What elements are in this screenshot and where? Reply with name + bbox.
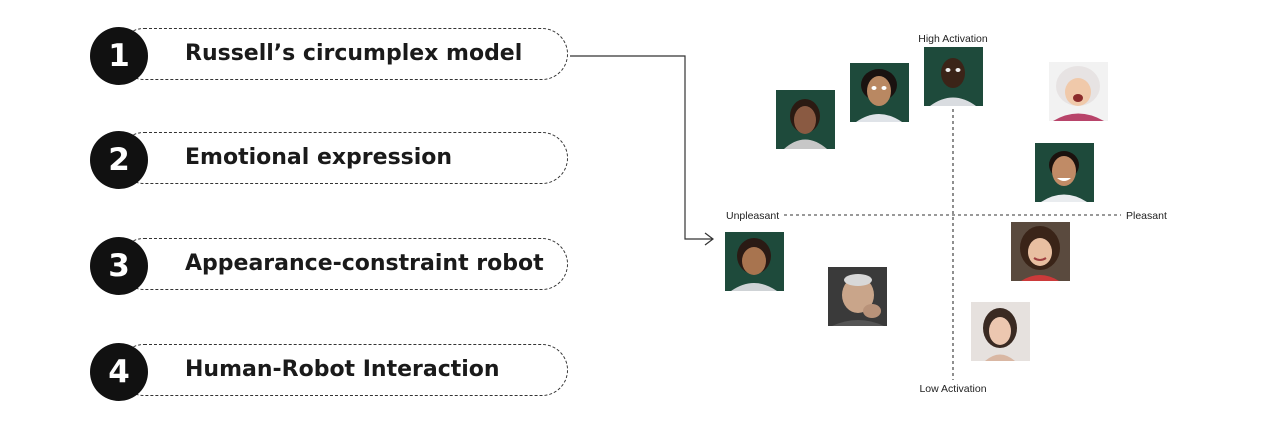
topic-pill	[118, 238, 568, 290]
axis-label-top: High Activation	[918, 33, 988, 45]
face-photo-calm	[971, 302, 1030, 361]
topic-item-1: 1 Russell’s circumplex model	[90, 27, 570, 85]
topic-item-4: 4 Human-Robot Interaction	[90, 343, 570, 401]
number-badge: 2	[90, 131, 148, 189]
topic-label: Appearance-constraint robot	[185, 251, 544, 276]
number-badge: 1	[90, 27, 148, 85]
topic-label: Russell’s circumplex model	[185, 41, 523, 66]
arrow-head-icon	[704, 232, 714, 246]
topic-item-3: 3 Appearance-constraint robot	[90, 237, 570, 295]
axis-label-left: Unpleasant	[726, 210, 779, 222]
axis-label-right: Pleasant	[1126, 210, 1167, 222]
topic-pill	[118, 344, 568, 396]
axis-label-bottom: Low Activation	[919, 383, 986, 395]
topic-pill	[118, 132, 568, 184]
topic-pill	[118, 28, 568, 80]
face-photo-content	[1011, 222, 1070, 281]
topic-label: Human-Robot Interaction	[185, 357, 500, 382]
number-badge: 3	[90, 237, 148, 295]
face-photo-excited	[1049, 62, 1108, 121]
face-photo-afraid	[850, 63, 909, 122]
connector-arrow-line	[570, 55, 712, 240]
face-photo-bored	[828, 267, 887, 326]
face-photo-happy	[1035, 143, 1094, 202]
face-photo-angry	[776, 90, 835, 149]
face-photo-alert	[924, 47, 983, 106]
number-badge: 4	[90, 343, 148, 401]
face-photo-sad	[725, 232, 784, 291]
topic-label: Emotional expression	[185, 145, 453, 170]
topic-item-2: 2 Emotional expression	[90, 131, 570, 189]
